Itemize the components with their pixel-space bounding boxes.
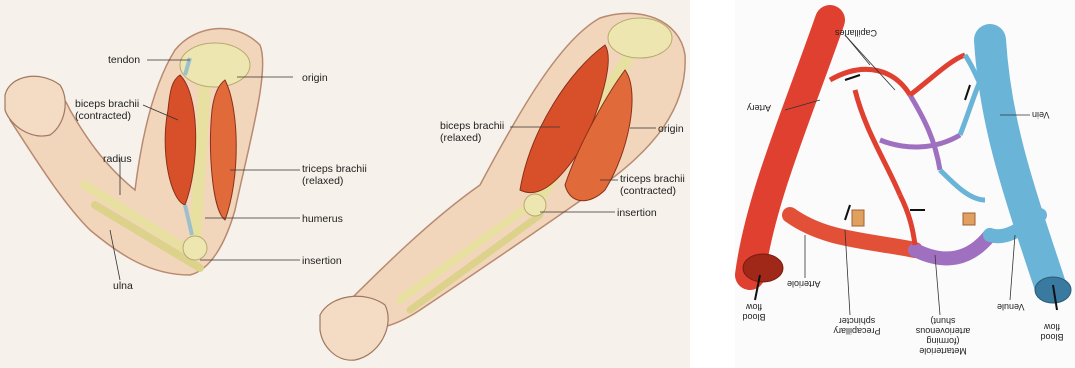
vessel-illustration-panel: Capillaries Artery Vein Arteriole Blood … [735,0,1075,368]
label-metarteriole-line4: shunt) [910,316,976,326]
label-insertion-extended: insertion [617,207,657,219]
label-blood-flow-left-line1: Blood [738,312,770,322]
label-blood-flow-right: Blood flow [1035,322,1069,342]
label-radius: radius [103,153,132,165]
metarteriole-vessel [915,235,990,258]
label-venule: Venule [997,302,1025,312]
flow-arrow-1 [845,75,860,80]
label-metarteriole: Metarteriole (forming arteriovenous shun… [910,316,976,356]
label-blood-flow-right-line2: flow [1035,322,1069,332]
label-metarteriole-line1: Metarteriole [910,346,976,356]
label-biceps-extended-state: (relaxed) [440,132,481,144]
capillary-9 [900,195,915,245]
label-triceps-flexed-state: (relaxed) [302,175,343,187]
label-artery: Artery [747,103,771,113]
label-ulna: ulna [113,280,133,292]
label-triceps-extended: triceps brachii [620,173,685,185]
label-precapillary-line2: sphincter [827,316,887,326]
arm-drawing [0,0,690,368]
label-blood-flow-left: Blood flow [738,302,770,322]
label-triceps-flexed: triceps brachii [302,163,367,175]
sphincter-2 [963,213,975,225]
capillary-6 [960,70,985,135]
label-origin-extended: origin [658,123,684,135]
flow-arrow-3 [965,85,970,100]
extended-elbow-joint [524,194,546,216]
capillary-7 [910,55,965,95]
capillary-3 [910,95,940,170]
label-precapillary: Precapillary sphincter [827,316,887,336]
label-metarteriole-line3: arteriovenous [910,326,976,336]
vein-vessel [990,40,1050,285]
extended-arm-skin [340,13,685,330]
capillary-4 [880,135,960,147]
artery-lumen [743,254,783,282]
extended-shoulder-bone [608,18,672,58]
label-biceps-extended: biceps brachii [440,120,504,132]
label-blood-flow-right-line1: Blood [1035,332,1069,342]
extended-fist [320,296,388,360]
arm-illustration-panel: tendon origin biceps brachii (contracted… [0,0,690,368]
label-precapillary-line1: Precapillary [827,326,887,336]
label-humerus: humerus [302,213,343,225]
capillary-1 [830,69,910,95]
label-triceps-extended-state: (contracted) [620,185,676,197]
label-origin-flexed: origin [302,72,328,84]
label-blood-flow-left-line2: flow [738,302,770,312]
precapillary-sphincter [852,210,864,226]
label-metarteriole-line2: (forming [910,336,976,346]
label-biceps-flexed: biceps brachii [75,98,139,110]
label-insertion-flexed: insertion [302,255,342,267]
flexed-shoulder-bone [180,43,250,87]
capillary-5 [940,170,985,200]
label-capillaries: Capillaries [835,28,877,38]
label-arteriole: Arteriole [787,279,821,289]
label-vein: Vein [1032,110,1050,120]
label-biceps-flexed-state: (contracted) [75,110,131,122]
vessel-drawing [735,0,1075,368]
flow-arrow-4 [845,205,850,220]
flexed-elbow-joint [183,236,207,260]
label-tendon: tendon [108,54,140,66]
